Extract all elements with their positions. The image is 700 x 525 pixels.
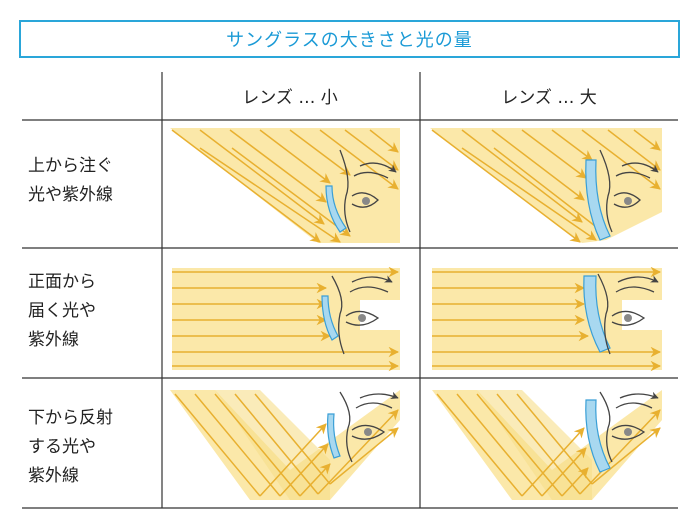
- reflection-arrow: [621, 162, 659, 173]
- column-header-small-lens: レンズ … 小: [242, 87, 338, 108]
- row-header-line: 上から注ぐ: [28, 156, 113, 176]
- row-header-line: する光や: [28, 437, 96, 457]
- face-outline: [599, 391, 653, 463]
- reflection-arrow: [351, 275, 393, 283]
- eye-icon: [364, 428, 372, 436]
- panel-front-large: [432, 266, 662, 372]
- lens: [325, 185, 347, 233]
- lens: [583, 275, 611, 353]
- light-rays: [174, 393, 399, 497]
- reflection-arrow: [359, 391, 399, 400]
- lens: [321, 295, 339, 341]
- row-header-line: 紫外線: [28, 466, 79, 486]
- eye-icon: [358, 314, 366, 322]
- row-header-line: 光や紫外線: [28, 185, 113, 205]
- panel-above-large: [430, 128, 662, 243]
- row-header-line: 紫外線: [28, 330, 79, 350]
- eye-icon: [624, 314, 632, 322]
- row-header-line: 正面から: [28, 272, 96, 292]
- row-header-from-above: 上から注ぐ 光や紫外線: [28, 152, 158, 210]
- row-header-line: 届く光や: [28, 301, 96, 321]
- face-outline: [339, 391, 393, 463]
- reflection-arrow: [617, 275, 659, 283]
- light-rays: [431, 129, 661, 243]
- lens: [585, 159, 611, 241]
- lens: [327, 413, 341, 459]
- row-header-from-front: 正面から 届く光や 紫外線: [28, 268, 158, 355]
- face-outline: [597, 273, 655, 355]
- face-outline: [599, 149, 651, 233]
- diagram-title: サングラスの大きさと光の量: [226, 30, 473, 51]
- lens: [585, 399, 611, 473]
- reflection-arrow: [359, 162, 397, 173]
- row-header-line: 下から反射: [28, 408, 113, 428]
- eye-icon: [362, 197, 370, 205]
- light-beam: [430, 128, 662, 243]
- eye-icon: [624, 197, 632, 205]
- panel-below-large: [432, 390, 662, 500]
- eye-icon: [624, 428, 632, 436]
- light-beam: [432, 390, 662, 500]
- light-rays: [172, 266, 400, 372]
- title-box: サングラスの大きさと光の量: [19, 20, 680, 58]
- light-rays: [432, 266, 662, 372]
- light-rays: [171, 129, 399, 243]
- face-outline: [339, 149, 389, 233]
- panel-above-small: [170, 128, 400, 243]
- face-outline: [331, 275, 389, 355]
- column-header-large-lens: レンズ … 大: [501, 87, 597, 108]
- grid-lines: [22, 72, 678, 509]
- panel-below-small: [170, 390, 400, 500]
- light-beam: [172, 268, 400, 370]
- light-beam: [170, 390, 400, 500]
- light-rays: [436, 393, 661, 497]
- reflection-arrow: [619, 391, 659, 400]
- row-header-from-below: 下から反射 する光や 紫外線: [28, 404, 158, 491]
- panel-front-small: [172, 266, 400, 372]
